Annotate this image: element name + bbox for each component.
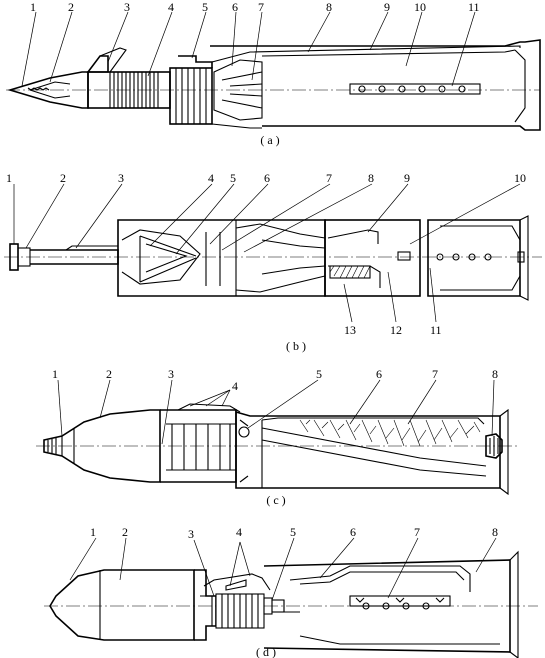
d-label-6: 6: [350, 525, 356, 539]
thread-a: [109, 72, 159, 108]
figure-c: 1 2 3 4 5 6 7 8 ( c ): [36, 367, 518, 507]
d-label-2: 2: [122, 525, 128, 539]
b-label-5: 5: [230, 171, 236, 185]
c-label-2: 2: [106, 367, 112, 381]
a-label-9: 9: [384, 0, 390, 14]
d-label-8: 8: [492, 525, 498, 539]
b-label-12: 12: [390, 323, 402, 337]
a-label-3: 3: [124, 0, 130, 14]
a-label-11: 11: [468, 0, 480, 14]
c-label-4: 4: [232, 379, 238, 393]
d-label-3: 3: [188, 527, 194, 541]
propellant-fill: [299, 419, 481, 447]
a-label-6: 6: [232, 0, 238, 14]
caption-c: ( c ): [266, 493, 285, 507]
b-label-11: 11: [430, 323, 442, 337]
b-label-13: 13: [344, 323, 356, 337]
a-label-4: 4: [168, 0, 174, 14]
b-label-3: 3: [118, 171, 124, 185]
a-label-10: 10: [414, 0, 426, 14]
a-label-1: 1: [30, 0, 36, 14]
c-label-3: 3: [168, 367, 174, 381]
c-label-5: 5: [316, 367, 322, 381]
figure-b: 1 2 3 4 5 6 7 8 9 10 11 12 13 ( b ): [4, 171, 542, 353]
caption-b: ( b ): [286, 339, 306, 353]
c-label-1: 1: [52, 367, 58, 381]
projectile-body-d: [49, 569, 195, 641]
a-label-5: 5: [202, 0, 208, 14]
b-label-6: 6: [264, 171, 270, 185]
caption-a: ( a ): [260, 133, 279, 147]
b-label-8: 8: [368, 171, 374, 185]
c-label-8: 8: [492, 367, 498, 381]
b-label-7: 7: [326, 171, 332, 185]
d-label-7: 7: [414, 525, 420, 539]
d-label-5: 5: [290, 525, 296, 539]
a-label-2: 2: [68, 0, 74, 14]
b-label-4: 4: [208, 171, 214, 185]
b-label-9: 9: [404, 171, 410, 185]
figure-d: 1 2 3 4 5 6 7 8 ( d ): [44, 525, 538, 658]
b-label-1: 1: [6, 171, 12, 185]
a-label-8: 8: [326, 0, 332, 14]
b-label-2: 2: [60, 171, 66, 185]
caption-d: ( d ): [256, 645, 276, 658]
d-label-4: 4: [236, 525, 242, 539]
b-label-10: 10: [514, 171, 526, 185]
a-label-7: 7: [258, 0, 264, 14]
d-label-1: 1: [90, 525, 96, 539]
c-label-7: 7: [432, 367, 438, 381]
figure-a: 1 2 3 4 5 6 7 8 9 10 11 ( a ): [6, 0, 541, 147]
c-label-6: 6: [376, 367, 382, 381]
